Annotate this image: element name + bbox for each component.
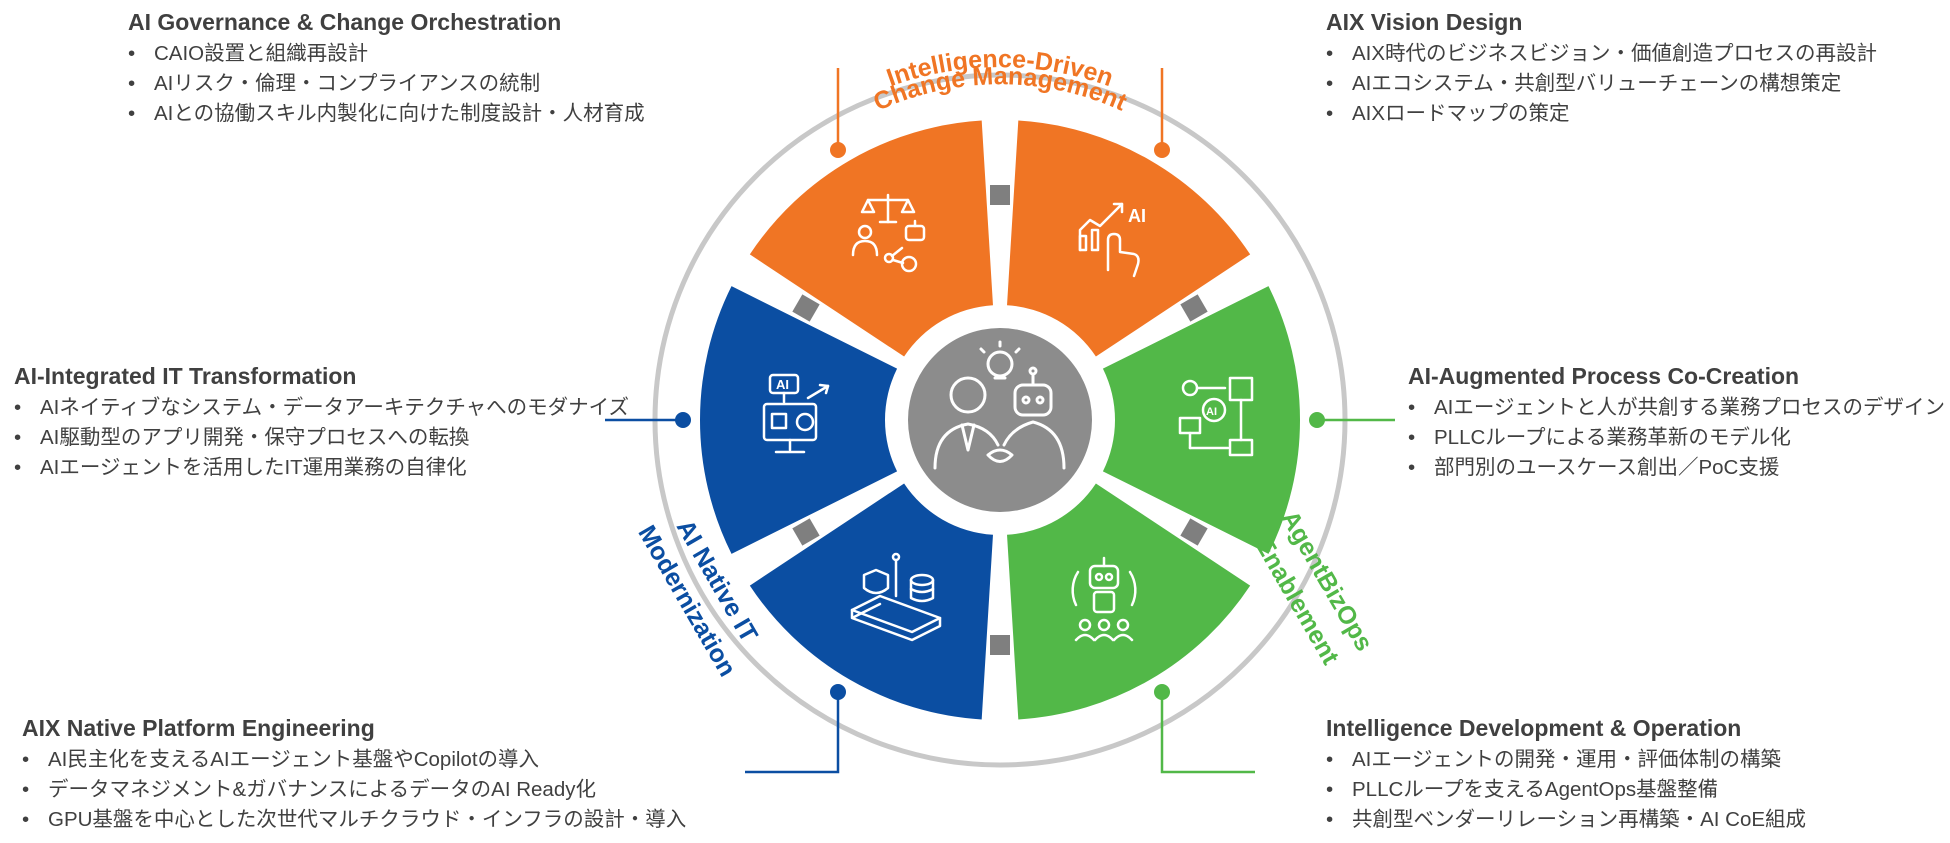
gap-marker — [1180, 518, 1208, 546]
block-mid-left: AI-Integrated IT Transformation AIネイティブな… — [14, 362, 629, 483]
segment-left — [700, 286, 898, 554]
block-item: データマネジメント&ガバナンスによるデータのAI Ready化 — [22, 775, 686, 805]
center-circle — [908, 328, 1092, 512]
block-title: AIX Native Platform Engineering — [22, 715, 375, 741]
ai-computer-gear-icon: AI — [762, 373, 830, 454]
connector-dot-top-left — [830, 142, 846, 158]
block-item: PLLCループを支えるAgentOps基盤整備 — [1326, 775, 1806, 805]
human-robot-handshake-icon — [933, 340, 1066, 470]
block-top-left: AI Governance & Change Orchestration CAI… — [128, 8, 645, 129]
block-title: AIX Vision Design — [1326, 9, 1523, 35]
svg-text:AI: AI — [1206, 406, 1217, 418]
connector-dot-bottom-left — [830, 684, 846, 700]
block-title: Intelligence Development & Operation — [1326, 715, 1742, 741]
block-top-right: AIX Vision Design AIX時代のビジネスビジョン・価値創造プロセ… — [1326, 8, 1877, 129]
segment-top-right — [1007, 120, 1251, 357]
block-item: CAIO設置と組織再設計 — [128, 39, 645, 69]
gap-marker — [792, 294, 820, 322]
block-bottom-left: AIX Native Platform Engineering AI民主化を支え… — [22, 714, 686, 835]
block-item: 共創型ベンダーリレーション再構築・AI CoE組成 — [1326, 805, 1806, 835]
security-platform-database-icon — [850, 552, 942, 642]
block-item: AIネイティブなシステム・データアーキテクチャへのモダナイズ — [14, 393, 629, 423]
block-bottom-right: Intelligence Development & Operation AIエ… — [1326, 714, 1806, 835]
block-item: AIエージェントの開発・運用・評価体制の構築 — [1326, 745, 1806, 775]
block-title: AI-Integrated IT Transformation — [14, 363, 357, 389]
connector-dot-bottom-right — [1154, 684, 1170, 700]
connector-bottom-left — [745, 692, 840, 774]
block-title: AI-Augmented Process Co-Creation — [1408, 363, 1800, 389]
block-item: AIとの協働スキル内製化に向けた制度設計・人材育成 — [128, 99, 645, 129]
block-item: PLLCループによる業務革新のモデル化 — [1408, 423, 1945, 453]
block-item: 部門別のユースケース創出／PoC支援 — [1408, 453, 1945, 483]
gap-marker — [990, 635, 1010, 655]
block-item: AIXロードマップの策定 — [1326, 99, 1877, 129]
block-item: AIエージェントを活用したIT運用業務の自律化 — [14, 453, 629, 483]
block-item: AI民主化を支えるAIエージェント基盤やCopilotの導入 — [22, 745, 686, 775]
block-item: AIエージェントと人が共創する業務プロセスのデザイン — [1408, 393, 1945, 423]
block-item: GPU基盤を中心とした次世代マルチクラウド・インフラの設計・導入 — [22, 805, 686, 835]
governance-scale-robot-icon — [851, 193, 926, 273]
connector-bottom-right — [1160, 692, 1255, 774]
gap-marker — [792, 518, 820, 546]
ai-growth-chart-hand-icon: AI — [1078, 202, 1146, 278]
svg-text:AI: AI — [776, 377, 789, 392]
block-item: AI駆動型のアプリ開発・保守プロセスへの転換 — [14, 423, 629, 453]
segment-bottom-right — [1007, 483, 1251, 720]
gap-marker — [1180, 294, 1208, 322]
segment-right — [1102, 286, 1301, 554]
connector-dot-left — [675, 412, 691, 428]
block-item: AIX時代のビジネスビジョン・価値創造プロセスの再設計 — [1326, 39, 1877, 69]
block-item: AIリスク・倫理・コンプライアンスの統制 — [128, 69, 645, 99]
robot-team-icon — [1071, 556, 1137, 642]
process-flow-ai-icon: AI — [1178, 376, 1254, 457]
connector-dot-right — [1309, 412, 1325, 428]
connector-dot-top-right — [1154, 142, 1170, 158]
segment-top-left — [749, 120, 993, 357]
block-title: AI Governance & Change Orchestration — [128, 9, 562, 35]
block-item: AIエコシステム・共創型バリューチェーンの構想策定 — [1326, 69, 1877, 99]
gap-marker — [990, 185, 1010, 205]
block-mid-right: AI-Augmented Process Co-Creation AIエージェン… — [1408, 362, 1945, 483]
svg-text:AI: AI — [1128, 206, 1146, 226]
